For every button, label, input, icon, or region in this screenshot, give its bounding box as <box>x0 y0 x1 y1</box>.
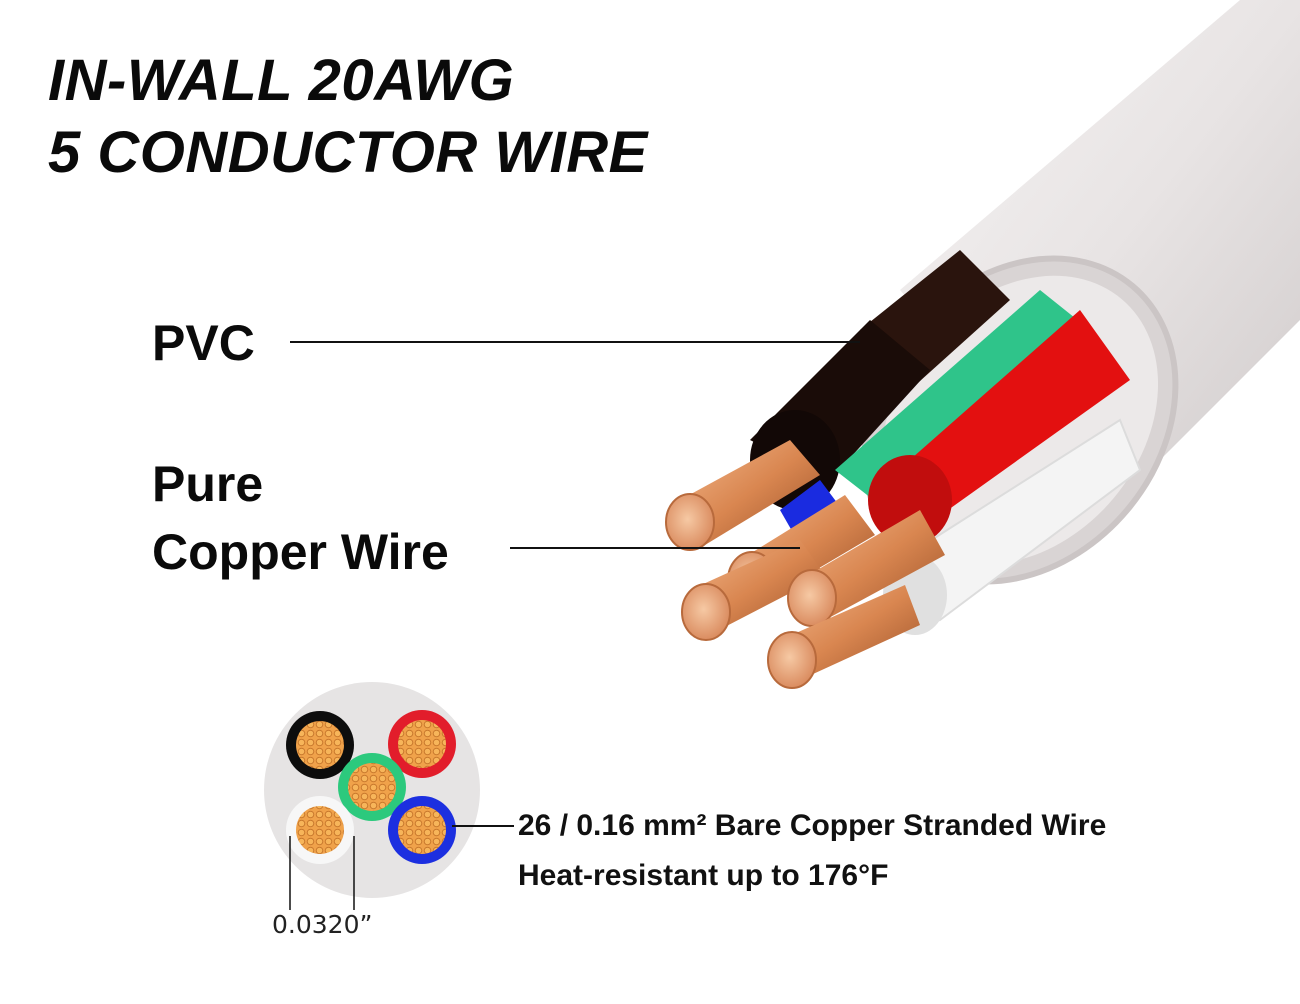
cross-section-diagram <box>264 682 480 898</box>
copper-label-line-2: Copper Wire <box>152 524 449 580</box>
spec-strand-count: 26 / 0.16 mm² Bare Copper Stranded Wire <box>518 809 1107 842</box>
pvc-label: PVC <box>152 315 255 371</box>
title-line-2: 5 CONDUCTOR WIRE <box>48 120 648 185</box>
spec-heat-resistance: Heat-resistant up to 176°F <box>518 859 889 892</box>
title-line-1: IN-WALL 20AWG <box>48 48 515 113</box>
copper-label-line-1: Pure <box>152 456 264 512</box>
copper-strands <box>665 440 945 689</box>
dimension-label: 0.0320” <box>272 910 373 939</box>
